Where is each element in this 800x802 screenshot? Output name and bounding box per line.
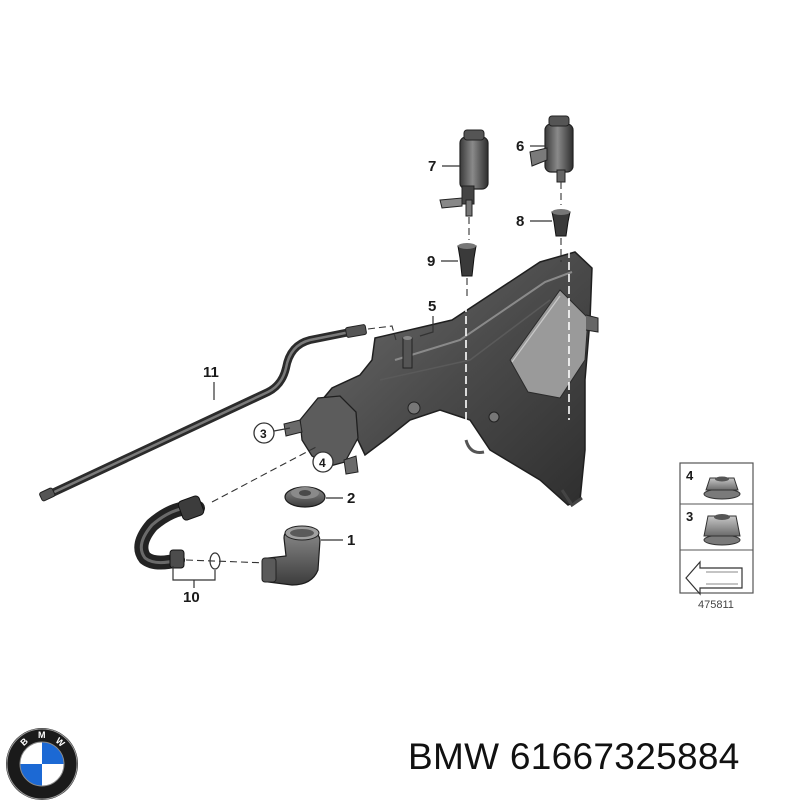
callout-5: 5: [428, 298, 436, 315]
washer-pump-6: [529, 115, 574, 183]
hose-11: [39, 324, 397, 502]
cap-2: [284, 486, 326, 508]
callout-2: 2: [347, 490, 355, 507]
callout-1: 1: [347, 532, 355, 549]
callout-8: 8: [516, 213, 524, 230]
arrow-icon: [685, 560, 743, 596]
callout-6: 6: [516, 138, 524, 155]
callout-9: 9: [427, 253, 435, 270]
callout-7: 7: [428, 158, 436, 175]
grommet-9: [457, 243, 477, 277]
drawing-id: 475811: [698, 599, 734, 611]
logo-letter-m: M: [38, 730, 46, 740]
bmw-logo: B M W: [6, 728, 78, 800]
logo-letter-b: B: [18, 736, 30, 748]
washer-pump-7: [439, 129, 489, 217]
reservoir-tank: [283, 178, 599, 508]
brand-name: BMW: [408, 736, 500, 777]
callout-4-circle: [312, 451, 334, 473]
flange-nut-icon: [703, 476, 741, 500]
elbow-fitting-1: [261, 525, 321, 586]
callout-4: 4: [319, 456, 326, 470]
legend-item-3: 3: [686, 509, 693, 524]
brand-part-number: BMW 61667325884: [408, 736, 740, 778]
callouts: 7 6 8 9 5 11 3 4 2 1 10: [172, 138, 552, 606]
hose-10: [134, 495, 269, 570]
legend-item-4: 4: [686, 468, 694, 483]
callout-10: 10: [183, 589, 200, 606]
fastener-legend: 4 3 475811: [679, 462, 754, 611]
grommet-8: [551, 209, 571, 237]
callout-3-circle: [253, 422, 275, 444]
hex-nut-icon: [703, 514, 741, 546]
callout-3: 3: [260, 427, 267, 441]
part-number: 61667325884: [509, 736, 740, 777]
callout-11: 11: [203, 364, 219, 381]
